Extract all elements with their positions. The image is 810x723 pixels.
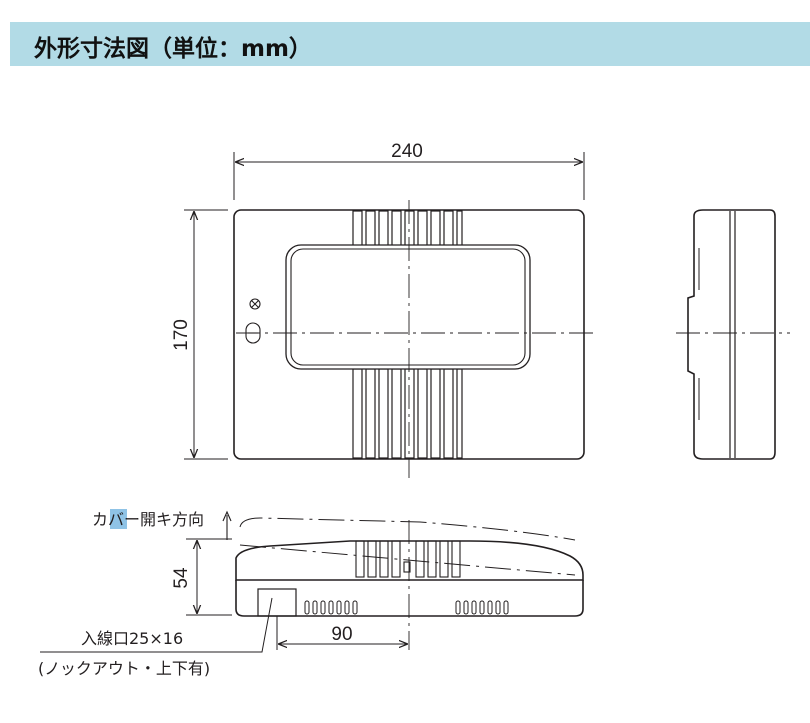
width-label: 240 [391, 141, 423, 162]
inlet-offset-dimension [276, 616, 407, 650]
screw-icon [249, 298, 261, 310]
profile-base [235, 580, 584, 617]
page-title: 外形寸法図（単位：mm） [34, 36, 312, 62]
cable-inlet [257, 588, 297, 617]
cover-direction-note: カバー開キ方向 [92, 510, 204, 529]
cover-open-position [239, 517, 576, 576]
knockout-slots-left [304, 600, 358, 615]
inlet-offset-label: 90 [331, 624, 352, 645]
depth-dimension [186, 538, 232, 616]
height-label: 170 [171, 319, 192, 351]
side-view [676, 209, 790, 460]
inlet-note: 入線口25×16 [81, 629, 183, 648]
inlet-leader-line [40, 597, 273, 653]
profile-cover [235, 540, 584, 581]
profile-view [40, 510, 584, 653]
title-bar: 外形寸法図（単位：mm） [10, 22, 810, 66]
front-view [184, 152, 598, 478]
width-dimension [233, 152, 585, 200]
center-lines [236, 200, 598, 478]
top-vent-slots [352, 210, 463, 247]
knockout-note: (ノックアウト・上下有) [38, 659, 210, 678]
bottom-vent-slots [352, 368, 463, 459]
knockout-slots-right [455, 600, 509, 615]
display-panel [285, 244, 531, 370]
cover-open-arrow [222, 510, 232, 540]
profile-cover-vents [355, 540, 461, 578]
depth-label: 54 [171, 567, 192, 589]
height-dimension [184, 209, 228, 460]
text-highlight [110, 509, 127, 529]
